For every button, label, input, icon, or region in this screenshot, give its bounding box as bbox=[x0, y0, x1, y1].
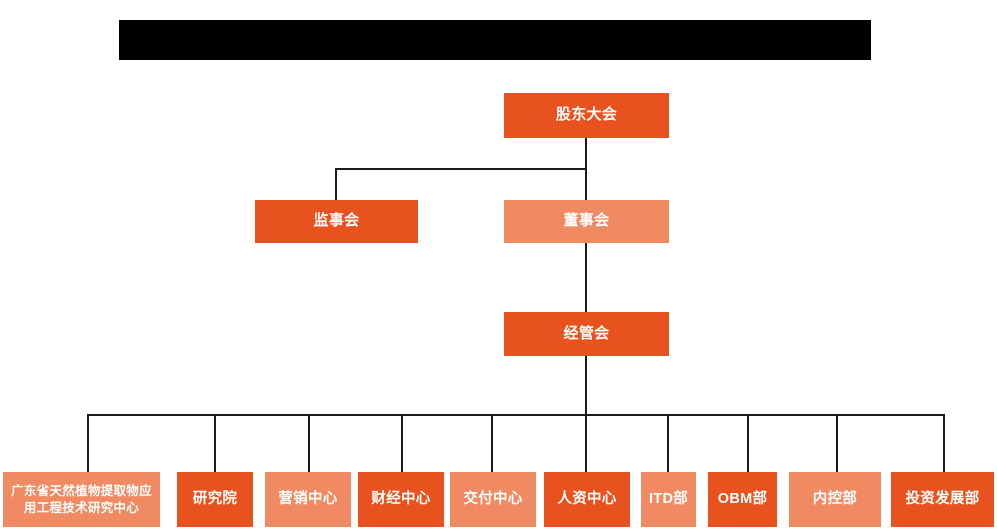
node-shareholders-meeting[interactable]: 股东大会 bbox=[504, 93, 669, 138]
connector-branch-supervisors bbox=[335, 168, 587, 170]
node-finance-center[interactable]: 财经中心 bbox=[358, 472, 444, 527]
connector-directors-down bbox=[585, 168, 587, 200]
connector-drop-10 bbox=[943, 414, 945, 472]
node-human-resources-center[interactable]: 人资中心 bbox=[544, 472, 630, 527]
connector-supervisors-down bbox=[335, 168, 337, 200]
node-label: 人资中心 bbox=[557, 490, 617, 507]
connector-drop-1 bbox=[87, 414, 89, 472]
node-label: 营销中心 bbox=[278, 490, 338, 507]
connector-directors-to-management bbox=[585, 243, 587, 312]
node-management-committee[interactable]: 经管会 bbox=[504, 312, 669, 356]
node-label: 经管会 bbox=[563, 324, 610, 342]
node-label: 董事会 bbox=[563, 212, 610, 230]
redacted-title-bar bbox=[119, 20, 871, 60]
connector-drop-7 bbox=[667, 414, 669, 472]
node-board-of-supervisors[interactable]: 监事会 bbox=[255, 200, 418, 243]
node-label: 财经中心 bbox=[371, 490, 431, 507]
node-investment-development-department[interactable]: 投资发展部 bbox=[891, 472, 994, 527]
node-label: 研究院 bbox=[192, 490, 238, 507]
connector-drop-2 bbox=[214, 414, 216, 472]
node-internal-control-department[interactable]: 内控部 bbox=[789, 472, 881, 527]
connector-drop-5 bbox=[491, 414, 493, 472]
connector-drop-4 bbox=[401, 414, 403, 472]
node-label: 内控部 bbox=[812, 490, 858, 507]
node-label: ITD部 bbox=[648, 490, 689, 507]
node-label: 监事会 bbox=[313, 212, 360, 230]
node-label: 投资发展部 bbox=[905, 490, 980, 507]
connector-shareholders-down bbox=[585, 138, 587, 170]
connector-drop-9 bbox=[836, 414, 838, 472]
node-label: OBM部 bbox=[717, 490, 768, 507]
connector-drop-8 bbox=[747, 414, 749, 472]
node-board-of-directors[interactable]: 董事会 bbox=[504, 200, 669, 243]
node-itd-department[interactable]: ITD部 bbox=[641, 472, 696, 527]
node-marketing-center[interactable]: 营销中心 bbox=[265, 472, 351, 527]
connector-department-bus bbox=[87, 414, 944, 416]
node-label: 广东省天然植物提取物应 用工程技术研究中心 bbox=[11, 483, 152, 515]
node-obm-department[interactable]: OBM部 bbox=[708, 472, 777, 527]
node-natural-plant-extract-research-center[interactable]: 广东省天然植物提取物应 用工程技术研究中心 bbox=[3, 472, 160, 527]
connector-management-down bbox=[585, 356, 587, 415]
node-delivery-center[interactable]: 交付中心 bbox=[450, 472, 536, 527]
connector-drop-6 bbox=[585, 414, 587, 472]
node-label: 交付中心 bbox=[463, 490, 523, 507]
node-research-institute[interactable]: 研究院 bbox=[177, 472, 253, 527]
connector-drop-3 bbox=[308, 414, 310, 472]
node-label: 股东大会 bbox=[555, 106, 618, 124]
